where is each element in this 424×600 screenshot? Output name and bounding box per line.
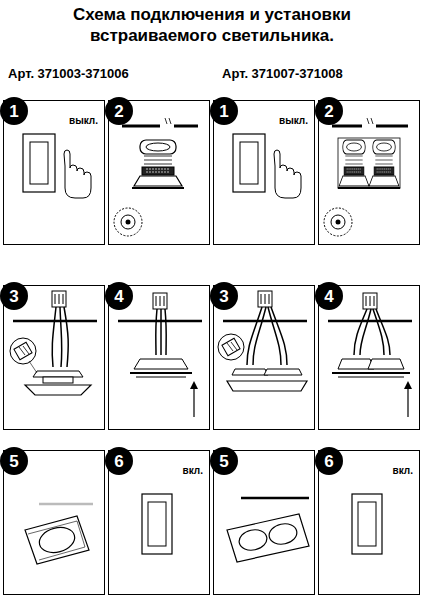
switch-label: вкл. [393, 465, 413, 476]
step-badge: 5 [210, 447, 238, 475]
step-number: 3 [9, 288, 18, 305]
step-number: 4 [324, 288, 333, 305]
step-panel: 2 [108, 100, 210, 245]
step-number: 2 [324, 103, 333, 120]
step-number: 3 [219, 288, 228, 305]
step-badge: 2 [105, 97, 133, 125]
step-panel: 4 [108, 285, 210, 430]
step-number: 5 [9, 453, 18, 470]
switch-label: вкл. [183, 465, 203, 476]
step-panel: 3 [3, 285, 105, 430]
step-badge: 3 [210, 282, 238, 310]
step-number: 6 [324, 453, 333, 470]
step-badge: 2 [315, 97, 343, 125]
article-label: Арт. 371007-371008 [222, 66, 343, 81]
step-badge: 1 [0, 97, 28, 125]
step-panel: 2 [318, 100, 420, 245]
article-label: Арт. 371003-371006 [8, 66, 129, 81]
step-panel: 6 вкл. [108, 450, 210, 595]
step-panel: 5 [213, 450, 315, 595]
step-number: 2 [114, 103, 123, 120]
switch-label: выкл. [279, 115, 308, 126]
step-panel: 3 [213, 285, 315, 430]
step-number: 1 [219, 103, 228, 120]
step-number: 6 [114, 453, 123, 470]
step-badge: 6 [315, 447, 343, 475]
step-panel: 1 выкл. [213, 100, 315, 245]
step-badge: 4 [315, 282, 343, 310]
step-panel: 4 [318, 285, 420, 430]
switch-label: выкл. [69, 115, 98, 126]
step-number: 4 [114, 288, 123, 305]
step-number: 1 [9, 103, 18, 120]
step-badge: 5 [0, 447, 28, 475]
page-title: Схема подключения и установки встраиваем… [42, 4, 382, 46]
step-number: 5 [219, 453, 228, 470]
step-panel: 1 выкл. [3, 100, 105, 245]
step-badge: 4 [105, 282, 133, 310]
step-panel: 6 вкл. [318, 450, 420, 595]
step-badge: 1 [210, 97, 238, 125]
step-badge: 6 [105, 447, 133, 475]
step-badge: 3 [0, 282, 28, 310]
step-panel: 5 [3, 450, 105, 595]
